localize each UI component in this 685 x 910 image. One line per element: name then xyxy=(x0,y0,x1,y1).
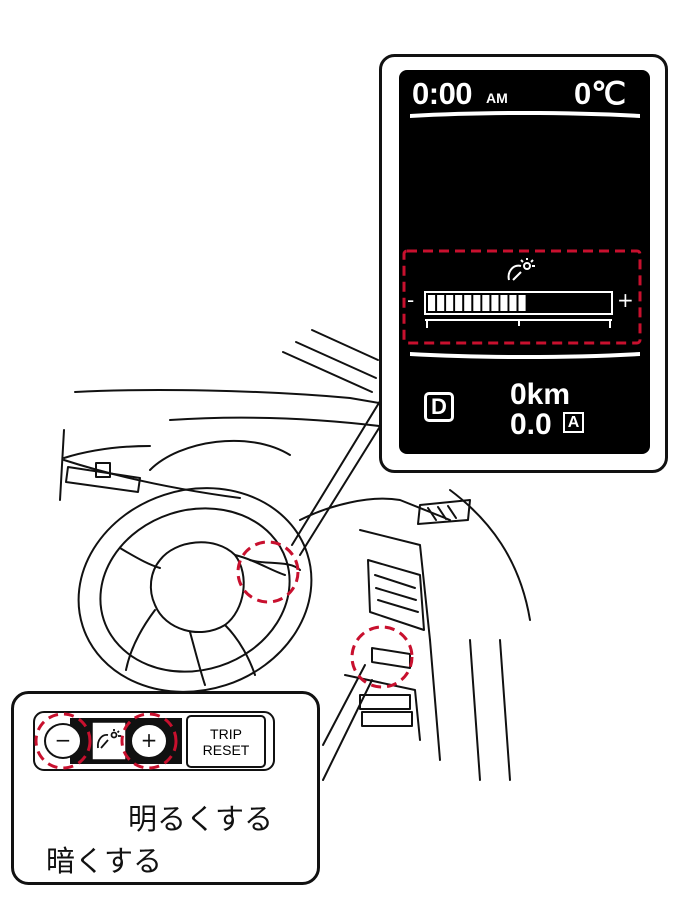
brightness-segment xyxy=(482,295,490,311)
dash-switch-highlight xyxy=(350,625,414,689)
fuel-economy-value: 0.0 xyxy=(510,408,552,441)
gear-indicator: D xyxy=(424,392,454,422)
brightness-segment xyxy=(509,295,517,311)
steering-spoke xyxy=(224,624,256,676)
dashboard-top xyxy=(74,389,421,411)
dashboard-top xyxy=(169,416,411,431)
brightness-segment xyxy=(428,295,436,311)
label-darker: 暗くする xyxy=(46,844,163,878)
display-divider xyxy=(410,111,640,118)
steering-column xyxy=(249,559,301,571)
instrument-hood xyxy=(149,439,291,471)
dashboard-edge xyxy=(59,429,65,501)
trip-distance: 0km xyxy=(510,378,571,411)
brightness-segment xyxy=(446,295,454,311)
brightness-plus-symbol: + xyxy=(617,288,634,312)
trip-reset-label-line1: TRIP xyxy=(210,726,242,742)
steering-spoke xyxy=(119,547,161,569)
bright-button-symbol[interactable]: + xyxy=(140,728,158,752)
windshield-line xyxy=(295,341,377,379)
brightness-highlight xyxy=(402,249,642,345)
trip-reset-label-line2: RESET xyxy=(202,742,250,758)
label-brighter: 明るくする xyxy=(128,802,274,836)
dash-vent-slat xyxy=(427,507,437,521)
leader-line-display xyxy=(299,419,385,556)
right-vent xyxy=(367,559,425,631)
leader-line-switch xyxy=(322,679,373,781)
dash-right xyxy=(449,489,531,621)
steering-spoke xyxy=(189,631,206,686)
left-vent xyxy=(65,466,141,493)
dash-right xyxy=(499,639,511,781)
display-divider xyxy=(410,352,640,359)
steering-wheel-rim xyxy=(77,487,313,693)
bright-button xyxy=(130,723,168,759)
windshield-line xyxy=(311,329,379,361)
right-vent-slat xyxy=(375,587,417,601)
switch-illumination-icon xyxy=(96,729,121,749)
dash-right xyxy=(469,639,481,781)
clock-time: 0:00 xyxy=(412,76,473,111)
bright-button-highlight xyxy=(120,712,178,770)
brightness-segment xyxy=(437,295,445,311)
center-console xyxy=(299,497,451,521)
dashboard-edge xyxy=(63,459,241,499)
dash-lower-switch xyxy=(359,694,411,710)
steering-spoke xyxy=(125,609,156,671)
dash-lower xyxy=(344,674,421,741)
steering-spoke xyxy=(234,554,286,576)
illumination-brightness-icon xyxy=(507,258,535,281)
dim-button xyxy=(44,723,82,759)
switch-bezel-inner xyxy=(91,721,127,761)
brightness-bar-frame xyxy=(424,291,613,315)
brightness-segment xyxy=(500,295,508,311)
brightness-segment xyxy=(464,295,472,311)
outside-temperature: 0℃ xyxy=(574,76,627,111)
brightness-segment xyxy=(491,295,499,311)
right-vent-slat xyxy=(377,599,419,613)
steering-switch-highlight xyxy=(236,540,300,604)
leader-line-switch xyxy=(322,664,366,746)
fuel-economy-mode: A xyxy=(563,412,584,433)
steering-wheel-inner xyxy=(99,507,291,673)
dim-button-symbol[interactable]: − xyxy=(54,728,72,752)
dash-vent xyxy=(417,499,471,525)
center-console xyxy=(359,529,431,641)
dash-lower-switch xyxy=(361,711,413,727)
brightness-segment xyxy=(518,295,526,311)
left-vent-slot xyxy=(95,462,111,478)
windshield-line xyxy=(282,351,373,393)
leader-line-display xyxy=(291,379,394,546)
dashboard-shroud xyxy=(63,445,151,459)
dash-right xyxy=(429,639,441,761)
dim-button-highlight xyxy=(34,712,92,770)
steering-hub xyxy=(149,541,245,634)
dash-switch xyxy=(371,647,411,669)
brightness-minus-symbol: - xyxy=(407,288,415,312)
brightness-segment xyxy=(455,295,463,311)
dash-vent-slat xyxy=(447,505,457,519)
brightness-segment xyxy=(473,295,481,311)
brightness-segments xyxy=(428,295,526,311)
right-vent-slat xyxy=(374,574,416,589)
clock-period: AM xyxy=(486,90,508,106)
dash-vent-slat xyxy=(437,506,447,520)
trip-reset-button[interactable]: TRIP RESET xyxy=(186,715,266,768)
